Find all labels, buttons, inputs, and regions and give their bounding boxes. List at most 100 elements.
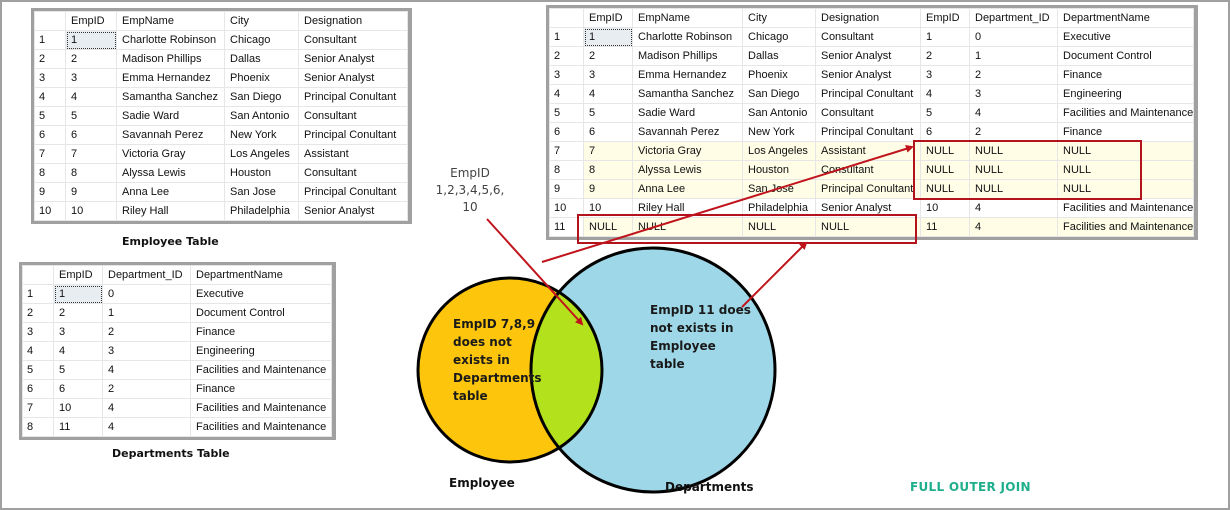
- row-number[interactable]: 5: [549, 103, 584, 123]
- table-cell[interactable]: Senior Analyst: [815, 46, 921, 66]
- table-cell[interactable]: Emma Hernandez: [116, 68, 225, 88]
- column-header[interactable]: [549, 8, 584, 28]
- table-cell[interactable]: San Antonio: [224, 106, 299, 126]
- table-cell[interactable]: 0: [969, 27, 1058, 47]
- table-cell[interactable]: Facilities and Maintenance: [1056, 103, 1195, 123]
- table-cell[interactable]: Houston: [742, 160, 816, 180]
- column-header[interactable]: Department_ID: [102, 265, 191, 285]
- table-cell[interactable]: 6: [53, 379, 103, 399]
- table-cell[interactable]: Victoria Gray: [632, 141, 743, 161]
- row-number[interactable]: 5: [34, 106, 66, 126]
- table-cell[interactable]: 8: [65, 163, 117, 183]
- table-cell[interactable]: 5: [53, 360, 103, 380]
- table-cell[interactable]: Facilities and Maintenance: [1056, 217, 1195, 237]
- table-cell[interactable]: San Diego: [224, 87, 299, 107]
- row-number[interactable]: 9: [549, 179, 584, 199]
- column-header[interactable]: EmpID: [583, 8, 633, 28]
- table-cell[interactable]: 1: [65, 30, 117, 50]
- table-cell[interactable]: 6: [65, 125, 117, 145]
- table-cell[interactable]: 4: [65, 87, 117, 107]
- table-cell[interactable]: Anna Lee: [116, 182, 225, 202]
- table-cell[interactable]: Finance: [190, 322, 332, 342]
- column-header[interactable]: EmpName: [116, 11, 225, 31]
- table-cell[interactable]: 0: [102, 284, 191, 304]
- table-cell[interactable]: 3: [53, 322, 103, 342]
- table-cell[interactable]: Houston: [224, 163, 299, 183]
- table-cell[interactable]: Senior Analyst: [298, 68, 408, 88]
- table-cell[interactable]: 2: [65, 49, 117, 69]
- row-number[interactable]: 6: [22, 379, 54, 399]
- table-cell[interactable]: Consultant: [815, 27, 921, 47]
- table-cell[interactable]: 8: [583, 160, 633, 180]
- table-cell[interactable]: Consultant: [815, 160, 921, 180]
- row-number[interactable]: 7: [34, 144, 66, 164]
- table-cell[interactable]: Facilities and Maintenance: [190, 417, 332, 437]
- table-cell[interactable]: Engineering: [1056, 84, 1195, 104]
- table-cell[interactable]: 4: [969, 217, 1058, 237]
- row-number[interactable]: 8: [34, 163, 66, 183]
- row-number[interactable]: 9: [34, 182, 66, 202]
- row-number[interactable]: 7: [549, 141, 584, 161]
- table-cell[interactable]: 6: [920, 122, 970, 142]
- table-cell[interactable]: Engineering: [190, 341, 332, 361]
- table-cell[interactable]: 4: [969, 198, 1058, 218]
- table-cell[interactable]: 2: [583, 46, 633, 66]
- table-cell[interactable]: NULL: [1056, 141, 1195, 161]
- table-cell[interactable]: Executive: [190, 284, 332, 304]
- row-number[interactable]: 4: [549, 84, 584, 104]
- table-cell[interactable]: San Antonio: [742, 103, 816, 123]
- row-number[interactable]: 8: [22, 417, 54, 437]
- table-cell[interactable]: 6: [583, 122, 633, 142]
- table-cell[interactable]: Chicago: [742, 27, 816, 47]
- table-cell[interactable]: Alyssa Lewis: [116, 163, 225, 183]
- table-cell[interactable]: 2: [102, 322, 191, 342]
- table-cell[interactable]: 4: [53, 341, 103, 361]
- column-header[interactable]: DepartmentName: [190, 265, 332, 285]
- table-cell[interactable]: Madison Phillips: [632, 46, 743, 66]
- table-cell[interactable]: 3: [920, 65, 970, 85]
- row-number[interactable]: 7: [22, 398, 54, 418]
- table-cell[interactable]: Senior Analyst: [298, 201, 408, 221]
- column-header[interactable]: City: [224, 11, 299, 31]
- row-number[interactable]: 6: [34, 125, 66, 145]
- table-cell[interactable]: Document Control: [190, 303, 332, 323]
- table-cell[interactable]: 4: [102, 417, 191, 437]
- table-cell[interactable]: Victoria Gray: [116, 144, 225, 164]
- table-cell[interactable]: New York: [742, 122, 816, 142]
- table-cell[interactable]: 2: [920, 46, 970, 66]
- row-number[interactable]: 6: [549, 122, 584, 142]
- table-cell[interactable]: New York: [224, 125, 299, 145]
- table-cell[interactable]: 9: [583, 179, 633, 199]
- table-cell[interactable]: Consultant: [298, 106, 408, 126]
- table-cell[interactable]: Principal Conultant: [815, 179, 921, 199]
- table-cell[interactable]: San Diego: [742, 84, 816, 104]
- table-cell[interactable]: Samantha Sanchez: [632, 84, 743, 104]
- table-cell[interactable]: Emma Hernandez: [632, 65, 743, 85]
- table-cell[interactable]: 4: [583, 84, 633, 104]
- column-header[interactable]: EmpID: [65, 11, 117, 31]
- row-number[interactable]: 5: [22, 360, 54, 380]
- column-header[interactable]: [22, 265, 54, 285]
- table-cell[interactable]: Senior Analyst: [298, 49, 408, 69]
- table-cell[interactable]: Madison Phillips: [116, 49, 225, 69]
- table-cell[interactable]: Principal Conultant: [298, 125, 408, 145]
- table-cell[interactable]: 5: [65, 106, 117, 126]
- table-cell[interactable]: Finance: [1056, 122, 1195, 142]
- table-cell[interactable]: Philadelphia: [224, 201, 299, 221]
- row-number[interactable]: 1: [549, 27, 584, 47]
- table-cell[interactable]: 1: [102, 303, 191, 323]
- table-cell[interactable]: Principal Conultant: [298, 87, 408, 107]
